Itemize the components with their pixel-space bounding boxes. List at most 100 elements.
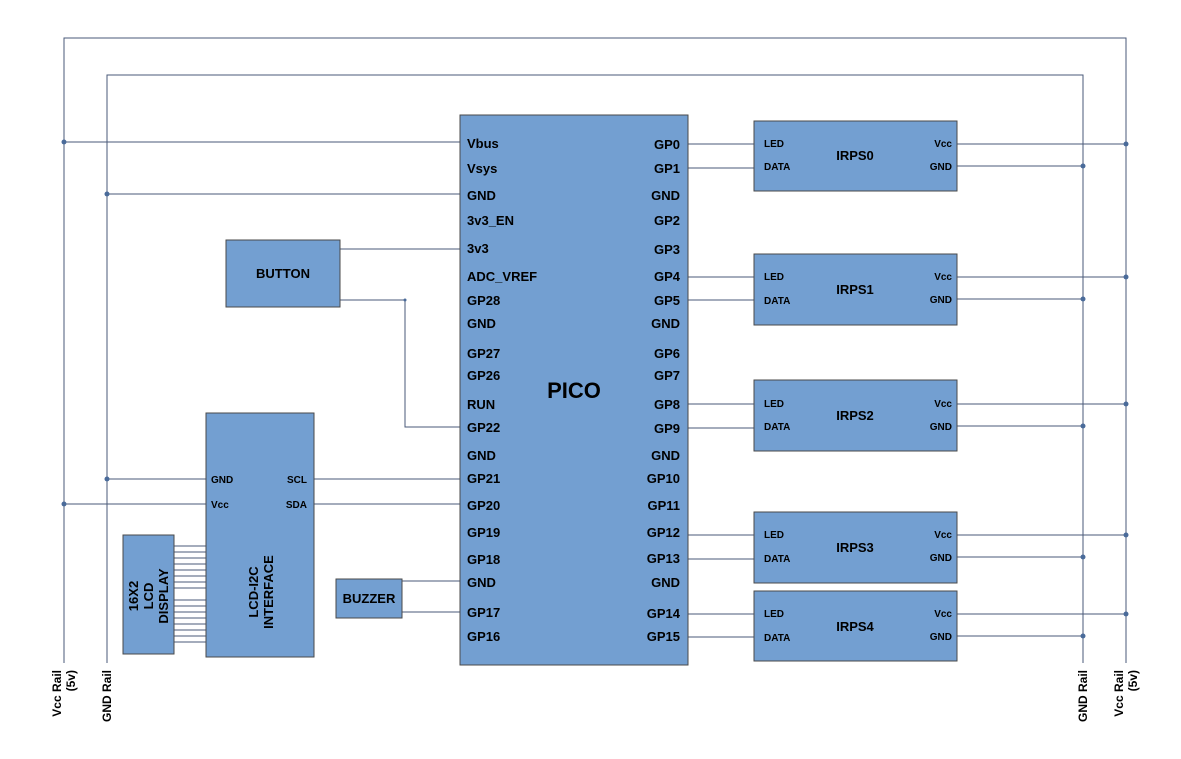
irps0-pin-led: LED: [764, 139, 784, 150]
pico-pin-gp17: GP17: [467, 605, 500, 620]
irps3-pin-data: DATA: [764, 554, 790, 565]
pico-pin-gnd-r3: GND: [651, 448, 680, 463]
irps2-pin-data: DATA: [764, 422, 790, 433]
pico-pin-gp18: GP18: [467, 552, 500, 567]
sensor-irps0: LED DATA IRPS0 Vcc GND: [753, 120, 958, 192]
pico-pin-3v3: 3v3: [467, 241, 489, 256]
lcd-interface-label-2: INTERFACE: [261, 555, 276, 629]
lcd-interface-pin-sda: SDA: [286, 500, 307, 511]
lcd-interface-pin-vcc: Vcc: [211, 500, 229, 511]
pico-pin-gp15: GP15: [647, 629, 680, 644]
irps0-pin-vcc: Vcc: [934, 139, 952, 150]
pico-pin-gp4: GP4: [654, 269, 681, 284]
sensor-irps1: LED DATA IRPS1 Vcc GND: [753, 253, 958, 326]
lcd-display-label-1: 16X2: [126, 581, 141, 611]
irps1-pin-gnd: GND: [930, 295, 952, 306]
wires: [64, 141, 1126, 643]
irps1-name: IRPS1: [836, 282, 874, 297]
pico-pin-gp7: GP7: [654, 368, 680, 383]
irps2-pin-led: LED: [764, 399, 784, 410]
buzzer-block: BUZZER: [335, 578, 403, 619]
button-block: BUTTON: [225, 239, 341, 308]
pico-pin-gp3: GP3: [654, 242, 680, 257]
pico-pin-adc-vref: ADC_VREF: [467, 269, 537, 284]
lcd-display-label-2: LCD: [141, 583, 156, 610]
irps0-name: IRPS0: [836, 148, 874, 163]
pico-pin-run: RUN: [467, 397, 495, 412]
pico-pin-gnd-l3: GND: [467, 448, 496, 463]
pico-pin-gp11: GP11: [647, 498, 680, 513]
sensor-irps3: LED DATA IRPS3 Vcc GND: [753, 511, 958, 584]
pico-pin-gp19: GP19: [467, 525, 500, 540]
pico-pin-gp13: GP13: [647, 551, 680, 566]
pico-pin-gp22: GP22: [467, 420, 500, 435]
lcd-interface-pin-scl: SCL: [287, 475, 307, 486]
pico-pin-gp10: GP10: [647, 471, 680, 486]
lcd-display-label-3: DISPLAY: [156, 568, 171, 623]
rail-label-gnd-right: GND Rail: [1076, 670, 1090, 722]
buzzer-label: BUZZER: [343, 591, 396, 606]
pico-pin-gp27: GP27: [467, 346, 500, 361]
pico-pin-gp2: GP2: [654, 213, 680, 228]
pico-pin-gp20: GP20: [467, 498, 500, 513]
pico-pin-vsys: Vsys: [467, 161, 497, 176]
lcd-display-block: 16X2 LCD DISPLAY: [122, 534, 175, 655]
pico-pin-gp9: GP9: [654, 421, 680, 436]
irps3-name: IRPS3: [836, 540, 874, 555]
rail-label-gnd-left: GND Rail: [100, 670, 114, 722]
irps1-pin-data: DATA: [764, 296, 790, 307]
junction-dots: [61, 139, 1129, 639]
irps1-pin-vcc: Vcc: [934, 272, 952, 283]
lcd-interface-block: GND Vcc SCL SDA LCD-I2C INTERFACE: [205, 412, 315, 658]
rail-label-vcc-left-1: Vcc Rail: [50, 670, 64, 717]
pico-title: PICO: [547, 378, 601, 403]
irps3-pin-led: LED: [764, 530, 784, 541]
pico-pin-gp1: GP1: [654, 161, 680, 176]
pico-pin-gp14: GP14: [647, 606, 681, 621]
pico-pin-3v3-en: 3v3_EN: [467, 213, 514, 228]
rail-label-vcc-right-2: (5v): [1126, 670, 1140, 691]
pico-pin-gp0: GP0: [654, 137, 680, 152]
lcd-interface-pin-gnd: GND: [211, 475, 233, 486]
irps2-pin-vcc: Vcc: [934, 399, 952, 410]
sensor-irps2: LED DATA IRPS2 Vcc GND: [753, 379, 958, 452]
irps4-name: IRPS4: [836, 619, 874, 634]
irps3-pin-vcc: Vcc: [934, 530, 952, 541]
pico-pin-gnd-r4: GND: [651, 575, 680, 590]
rail-label-vcc-left-2: (5v): [64, 670, 78, 691]
button-label: BUTTON: [256, 266, 310, 281]
gnd-rail: [106, 74, 1084, 663]
irps4-pin-gnd: GND: [930, 632, 952, 643]
pico-block: PICO Vbus Vsys GND 3v3_EN 3v3 ADC_VREF G…: [459, 114, 689, 666]
irps0-pin-data: DATA: [764, 162, 790, 173]
pico-pin-gp21: GP21: [467, 471, 500, 486]
pico-pin-gp8: GP8: [654, 397, 680, 412]
pico-pin-gp16: GP16: [467, 629, 500, 644]
sensor-irps4: LED DATA IRPS4 Vcc GND: [753, 590, 958, 662]
irps4-pin-led: LED: [764, 609, 784, 620]
vcc-rail: [63, 37, 1127, 663]
rail-label-vcc-right-1: Vcc Rail: [1112, 670, 1126, 717]
irps3-pin-gnd: GND: [930, 553, 952, 564]
pico-pin-gp5: GP5: [654, 293, 680, 308]
rail-labels: Vcc Rail (5v) GND Rail GND Rail Vcc Rail…: [50, 670, 1140, 722]
irps4-pin-data: DATA: [764, 633, 790, 644]
pico-pin-gnd-l1: GND: [467, 188, 496, 203]
irps1-pin-led: LED: [764, 272, 784, 283]
pico-pin-gnd-r1: GND: [651, 188, 680, 203]
pico-pin-gp6: GP6: [654, 346, 680, 361]
pico-pin-gnd-l4: GND: [467, 575, 496, 590]
pico-pin-gp12: GP12: [647, 525, 680, 540]
irps2-pin-gnd: GND: [930, 422, 952, 433]
irps0-pin-gnd: GND: [930, 162, 952, 173]
pico-pin-vbus: Vbus: [467, 136, 499, 151]
lcd-interface-label-1: LCD-I2C: [246, 566, 261, 618]
pico-pin-gnd-l2: GND: [467, 316, 496, 331]
pico-pin-gnd-r2: GND: [651, 316, 680, 331]
irps2-name: IRPS2: [836, 408, 874, 423]
display-ribbon: [174, 545, 206, 643]
irps4-pin-vcc: Vcc: [934, 609, 952, 620]
pico-pin-gp28: GP28: [467, 293, 500, 308]
pico-pin-gp26: GP26: [467, 368, 500, 383]
